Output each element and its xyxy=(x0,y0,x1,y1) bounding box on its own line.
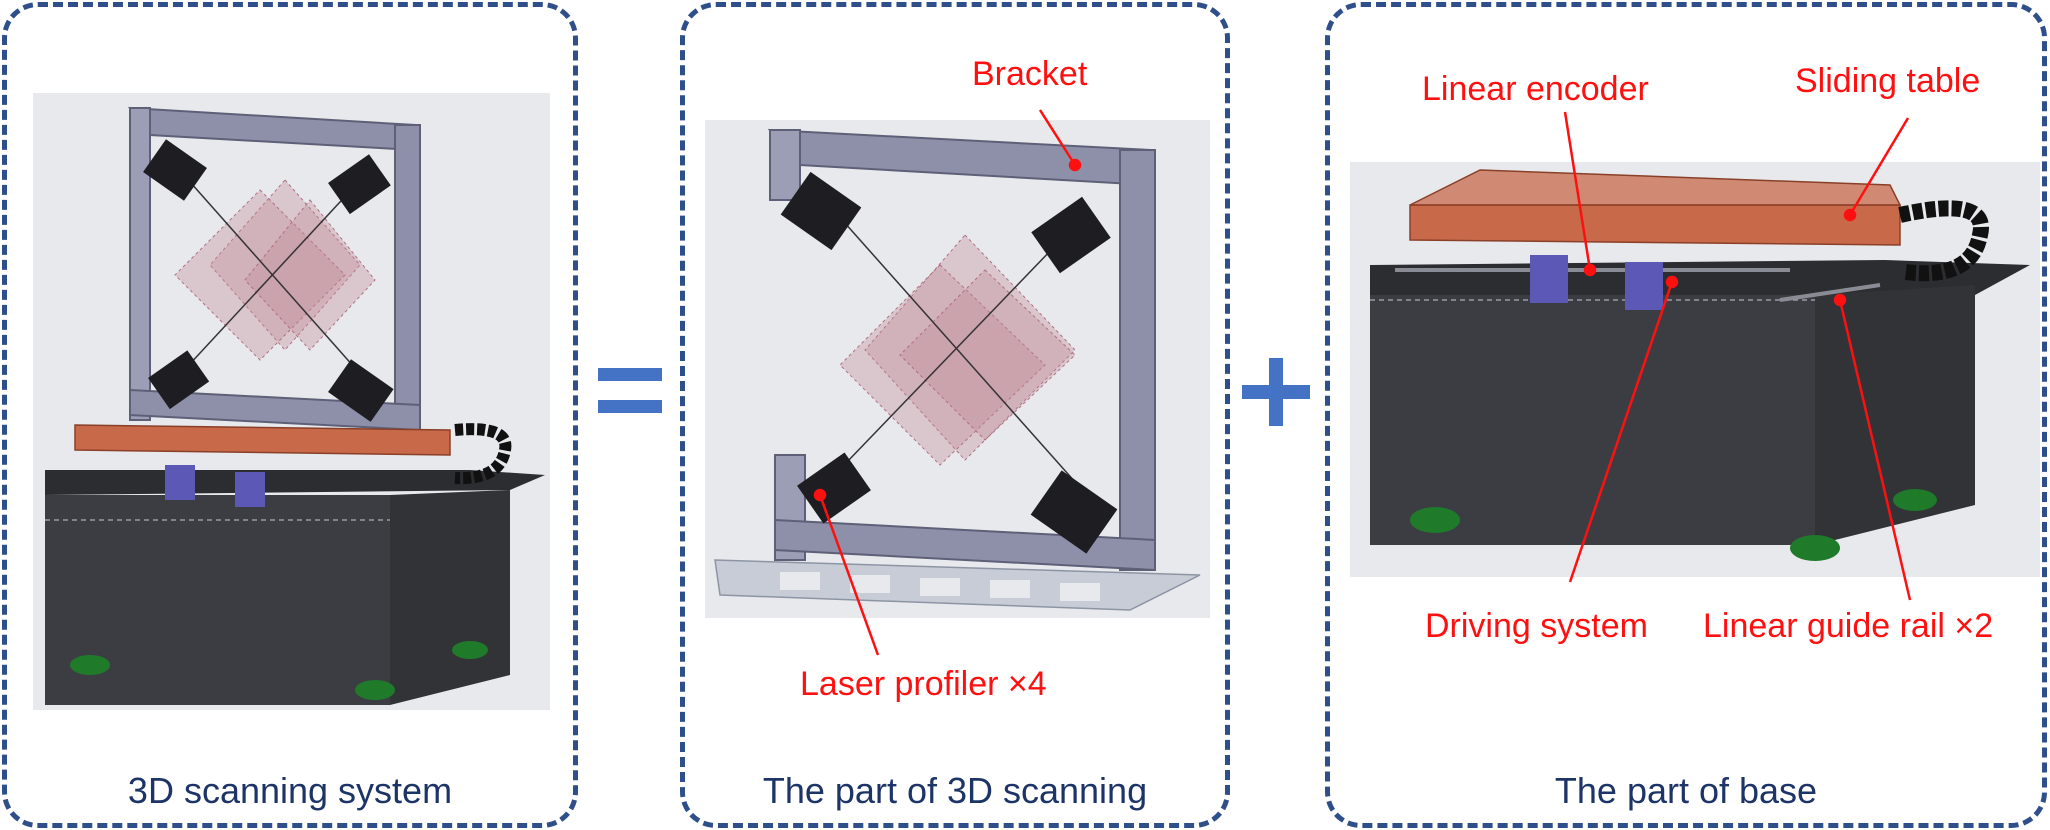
cable-chain-right xyxy=(1898,200,1989,282)
profilers-middle xyxy=(780,171,1118,554)
sliding-table-right xyxy=(1409,204,1901,246)
label-sliding-table: Sliding table xyxy=(1795,62,1981,100)
cable-chain-left xyxy=(454,423,512,485)
base-box-left xyxy=(45,465,545,705)
caption-3d-scanning-part: The part of 3D scanning xyxy=(762,770,1148,811)
sliding-table-left xyxy=(74,424,451,456)
panel-base-part xyxy=(1325,2,2047,828)
leader-lines xyxy=(813,109,1912,656)
label-driving-system: Driving system xyxy=(1425,607,1648,645)
label-linear-guide-rail: Linear guide rail ×2 xyxy=(1703,607,1994,645)
profilers-left xyxy=(143,139,394,422)
laser-sheets-left xyxy=(174,179,376,361)
caption-3d-scanning-system: 3D scanning system xyxy=(127,770,453,811)
label-bracket: Bracket xyxy=(972,55,1088,93)
bracket-frame-middle xyxy=(767,128,1156,572)
label-linear-encoder: Linear encoder xyxy=(1422,70,1649,108)
panel-3d-scanning-system xyxy=(2,2,578,828)
base-box-right xyxy=(1370,255,2030,561)
bracket-frame-left xyxy=(127,106,421,432)
panel-3d-scanning-part xyxy=(680,2,1230,828)
label-laser-profiler: Laser profiler ×4 xyxy=(800,665,1047,703)
base-plate-middle xyxy=(714,559,1201,611)
caption-base-part: The part of base xyxy=(1554,770,1818,811)
